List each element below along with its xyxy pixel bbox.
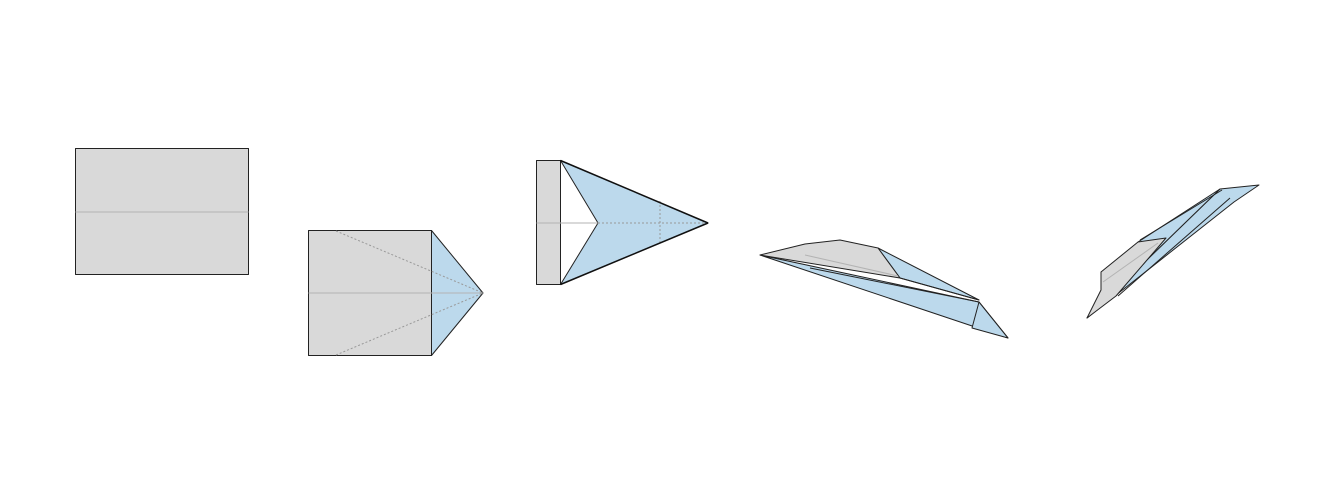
nose-tip — [971, 301, 1009, 339]
upper-fold-guide — [335, 230, 484, 294]
step-3-nose-folded — [536, 159, 709, 286]
step-4-folded-in-half — [759, 239, 1009, 339]
fuselage-side — [1086, 237, 1167, 319]
step-2-corners-folded — [308, 230, 484, 356]
wing-edge — [899, 277, 980, 301]
center-fold-line — [1117, 197, 1231, 297]
lower-edge — [560, 222, 709, 286]
lower-fold-guide — [335, 292, 484, 356]
upper-edge — [560, 159, 709, 224]
fuselage-crease — [1102, 242, 1159, 283]
keel-edge — [809, 267, 980, 303]
fuselage-crease — [804, 254, 899, 277]
step-1-flat-sheet — [75, 148, 249, 275]
wing-edge — [1139, 189, 1223, 241]
step-5-finished-plane — [1086, 184, 1260, 319]
